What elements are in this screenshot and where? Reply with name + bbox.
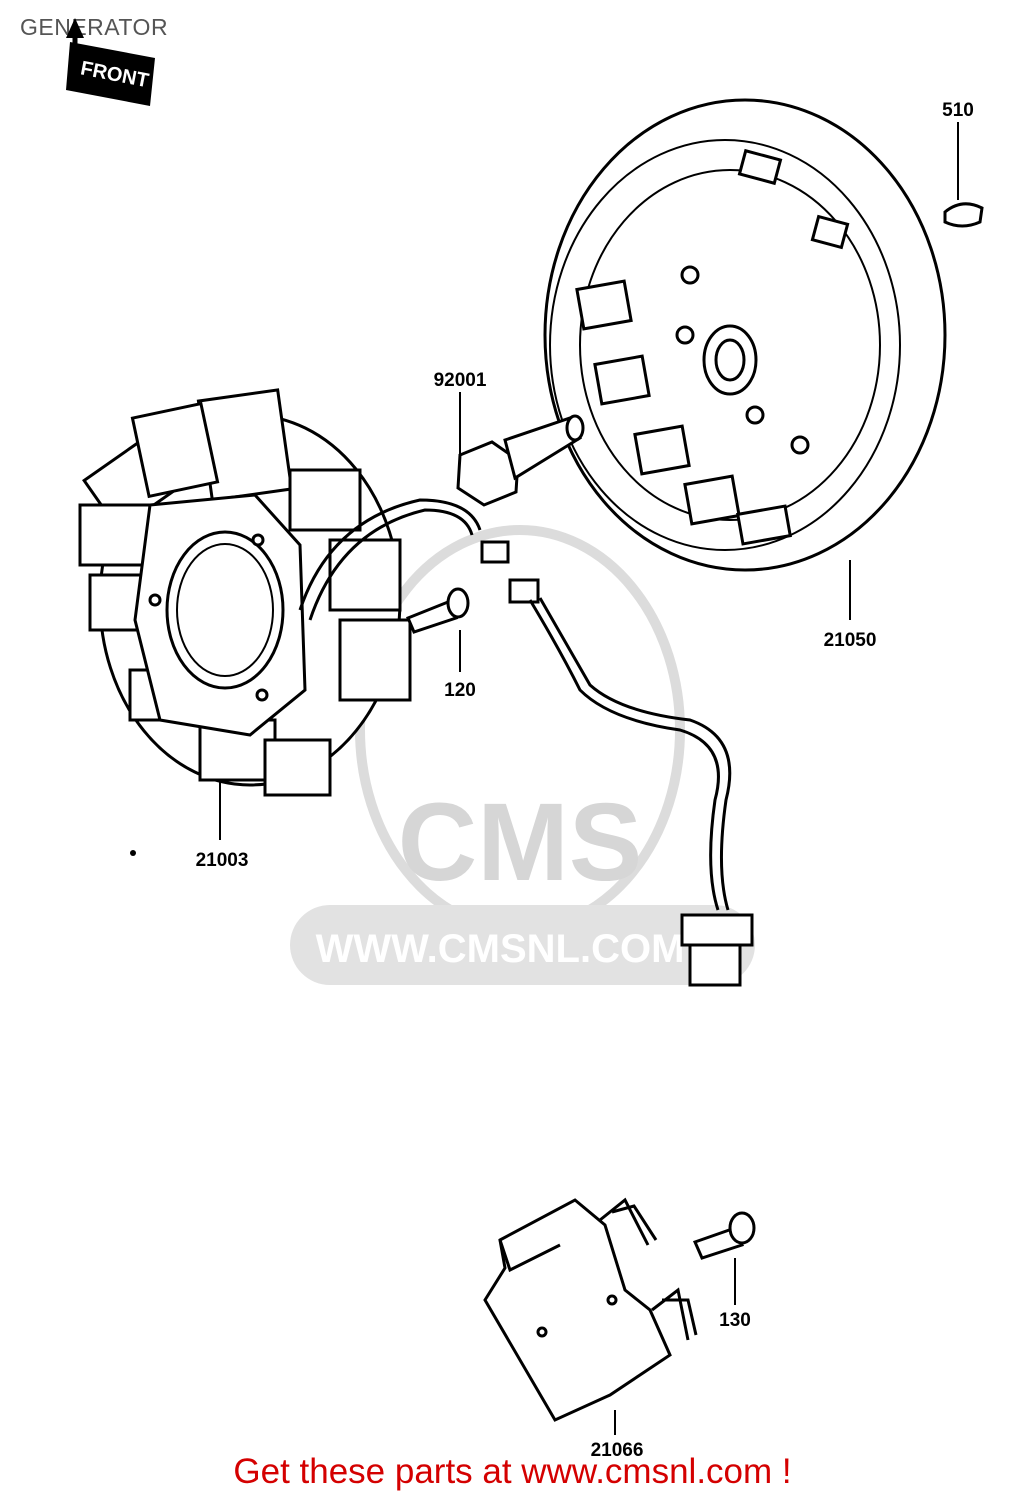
rotor-bolt-illustration <box>456 414 585 507</box>
diagram-title: GENERATOR <box>20 14 169 40</box>
part-label-130: 130 <box>719 1310 751 1331</box>
part-label-120: 120 <box>444 680 476 701</box>
front-arrow-marker: FRONT <box>66 18 155 106</box>
screw-120-illustration <box>406 587 470 634</box>
key-illustration <box>943 202 984 228</box>
part-label-92001: 92001 <box>434 370 487 391</box>
wire-harness-illustration <box>480 540 754 987</box>
rotor-flywheel-illustration <box>543 98 947 572</box>
watermark-url: WWW.CMSNL.COM <box>316 927 685 971</box>
part-label-510: 510 <box>942 100 974 121</box>
footer-shop-link[interactable]: Get these parts at www.cmsnl.com ! <box>233 1452 792 1491</box>
screw-130-illustration <box>692 1211 756 1260</box>
watermark-brand: CMS <box>398 781 642 904</box>
scan-dot <box>130 850 136 856</box>
part-label-21003: 21003 <box>196 850 249 871</box>
regulator-illustration <box>483 1197 698 1422</box>
leader-lines <box>219 122 959 1435</box>
stator-illustration <box>78 388 482 797</box>
watermark: CMS WWW.CMSNL.COM <box>290 525 755 985</box>
part-label-21050: 21050 <box>824 630 877 651</box>
part-label-21066: 21066 <box>591 1440 644 1461</box>
